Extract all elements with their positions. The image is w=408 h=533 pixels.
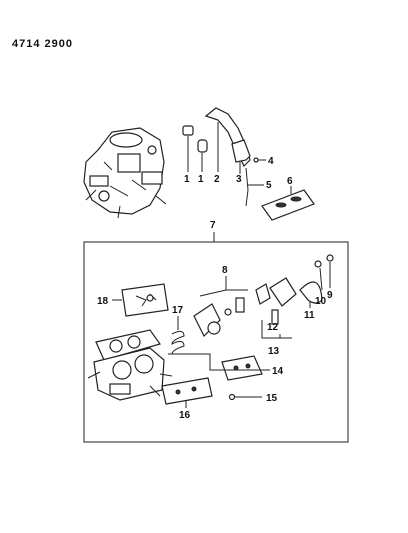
- callout-11: 11: [304, 310, 315, 321]
- kit-part-17-spring: [171, 316, 185, 355]
- callout-9: 9: [327, 290, 333, 301]
- gasket-kit-part: [261, 186, 315, 221]
- kit-parts-9-10: [314, 254, 334, 291]
- callout-12: 12: [267, 322, 279, 333]
- vacuum-hose-part: [204, 107, 251, 174]
- callout-13: 13: [268, 346, 280, 357]
- document-code: 4714 2900: [12, 38, 73, 50]
- callout-6: 6: [287, 176, 293, 187]
- callout-14: 14: [272, 366, 284, 377]
- callout-5: 5: [266, 180, 272, 191]
- callout-17: 17: [172, 305, 184, 316]
- callout-8: 8: [222, 265, 228, 276]
- kit-part-16: [161, 377, 213, 408]
- repair-kit-outline: [83, 232, 349, 443]
- callout-3: 3: [236, 174, 242, 185]
- callout-1a: 1: [184, 174, 190, 185]
- callout-10: 10: [315, 296, 327, 307]
- grommet-part: [182, 125, 208, 172]
- kit-part-8: [193, 276, 248, 338]
- clip-and-rod-parts: [245, 157, 266, 207]
- carburetor-assembly: [83, 127, 167, 219]
- callout-4: 4: [268, 156, 274, 167]
- kit-part-14: [168, 353, 270, 381]
- callout-7: 7: [210, 220, 216, 231]
- callout-15: 15: [266, 393, 278, 404]
- kit-part-15: [228, 393, 262, 401]
- callout-1b: 1: [198, 174, 204, 185]
- carburetor-body: [87, 329, 173, 401]
- callout-16: 16: [179, 410, 191, 421]
- kit-parts-11-12-13: [255, 277, 323, 339]
- callout-2: 2: [214, 174, 220, 185]
- callout-18: 18: [97, 296, 109, 307]
- kit-part-18: [112, 283, 169, 317]
